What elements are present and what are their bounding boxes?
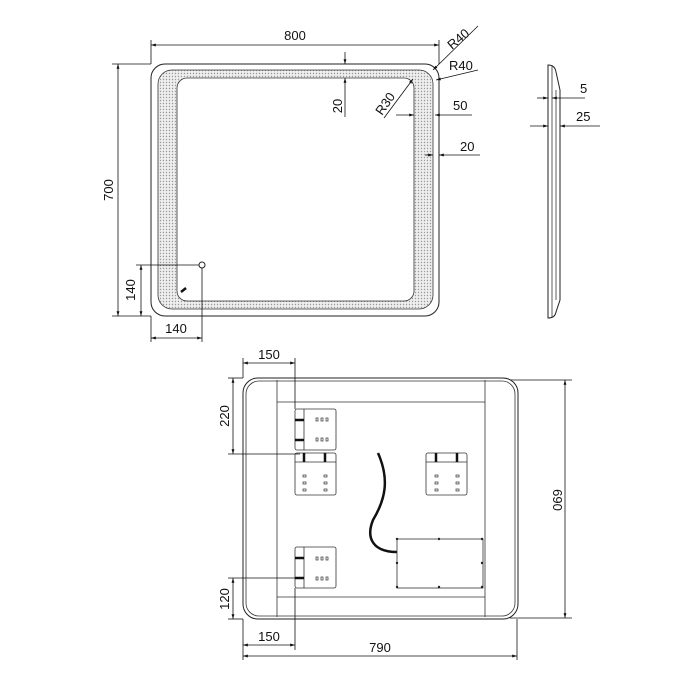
dim-bracket-y-bottom-120: 120 — [217, 588, 232, 610]
dim-switch-x-140: 140 — [165, 321, 187, 336]
front-view: 800 700 20 R40 R40 R30 50 20 140 140 — [101, 25, 480, 342]
dim-glass-5: 5 — [580, 81, 587, 96]
dim-radius-inner: R30 — [372, 90, 398, 118]
dim-width-790: 790 — [369, 640, 391, 655]
back-view: 150 220 120 150 790 690 — [217, 347, 572, 660]
driver-box — [396, 538, 484, 589]
dim-led-band-50: 50 — [453, 98, 467, 113]
bracket-mid-left — [294, 452, 337, 496]
dim-switch-y-140: 140 — [123, 279, 138, 301]
back-outline — [242, 377, 519, 620]
switch-icon — [198, 261, 206, 269]
bracket-top-left — [294, 408, 337, 451]
side-view: 5 25 — [530, 64, 600, 319]
mirror-outline — [150, 63, 440, 317]
sensor-mark — [180, 287, 187, 293]
bracket-right — [425, 452, 468, 496]
power-cable — [369, 452, 398, 554]
dim-height-690: 690 — [550, 489, 565, 511]
dim-bracket-x-bottom-150: 150 — [258, 629, 280, 644]
dim-width-800: 800 — [284, 28, 306, 43]
dim-edge-margin-20: 20 — [460, 139, 474, 154]
dim-radius-led: R40 — [449, 58, 473, 73]
dim-bracket-x-top-150: 150 — [258, 347, 280, 362]
side-profile — [547, 64, 561, 319]
dim-height-700: 700 — [101, 179, 116, 201]
dim-depth-25: 25 — [576, 109, 590, 124]
dim-radius-outer: R40 — [444, 25, 472, 52]
bracket-bottom-left — [294, 546, 337, 589]
dim-bracket-y-top-220: 220 — [217, 405, 232, 427]
dim-top-margin-20: 20 — [330, 99, 345, 113]
